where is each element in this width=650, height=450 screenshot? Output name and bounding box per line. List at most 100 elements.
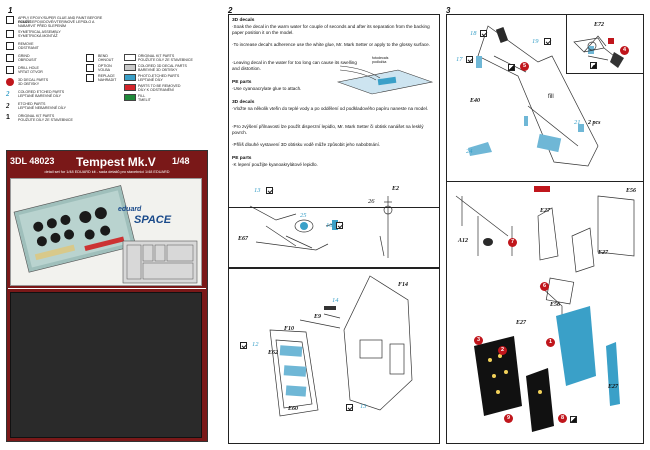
- legend-item: NAHRADIT: [98, 78, 117, 82]
- swatch-3d-decal: [124, 64, 136, 71]
- step-number-3: 3: [446, 6, 451, 15]
- check-box-icon: [346, 404, 353, 411]
- paint-icon: [570, 416, 577, 423]
- decals-text: ·Soak the decal in the warm water for co…: [232, 24, 430, 35]
- legend-item: GRIND: [18, 54, 30, 58]
- pe-title: PE parts: [232, 80, 252, 85]
- part-number: 13: [360, 403, 367, 410]
- part-number: 13: [254, 187, 261, 194]
- legend-item: BEND: [98, 54, 108, 58]
- replace-icon: [86, 74, 94, 82]
- etched-icon: 2: [6, 102, 10, 110]
- bend-icon: [86, 54, 94, 62]
- legend-item: 3D DECAL PARTS: [18, 78, 49, 82]
- legend-item: DÍLY K ODSTRANĚNÍ: [138, 88, 174, 92]
- option-icon: [86, 64, 94, 72]
- legend-item: BAREVNÉ 3D OBTISKY: [138, 68, 178, 72]
- grind-icon: [6, 54, 14, 62]
- legend-item: POUŽIJTE DÍLY ZE STAVEBNICE: [18, 118, 73, 122]
- paper-label-cz: podložka: [372, 60, 387, 64]
- part-number: 18: [470, 30, 477, 37]
- pe-cz-title: PE parts: [232, 156, 252, 161]
- product-photo: [10, 178, 202, 286]
- step3-box-bottom: [446, 182, 644, 444]
- drill-icon: [6, 66, 14, 74]
- legend-item: REPLACE: [98, 74, 115, 78]
- decal-badge: 6: [540, 282, 549, 291]
- part-label-e56: E56: [626, 188, 637, 194]
- e72-inset: [566, 14, 644, 74]
- swatch-fill: [124, 94, 136, 101]
- product-code: 3DL 48023: [10, 156, 55, 166]
- part-number: 25: [300, 212, 307, 219]
- decal-badge: 5: [520, 62, 529, 71]
- legend-item: PARTS TO BE REMOVED: [138, 84, 181, 88]
- part-label-a12: A12: [458, 238, 469, 244]
- legend-item: ORIGINAL KIT PARTS: [18, 114, 55, 118]
- part-label-e27d: E27: [608, 384, 619, 390]
- check-box-icon: [544, 38, 551, 45]
- legend-item: OHNOUT: [98, 58, 114, 62]
- swatch-kit: [124, 54, 136, 61]
- part-label-e56b: E56: [550, 302, 561, 308]
- decal-badge: 4: [620, 46, 629, 55]
- part-number: 21: [574, 119, 581, 126]
- legend-item: SYMETRICKÁ MONTÁŽ: [18, 34, 58, 38]
- part-label-e27c: E27: [516, 320, 527, 326]
- pe-cz-text: ·K lepení použijte kyanoakrylátové lepid…: [232, 162, 318, 167]
- legend-item: 3D OBTISKY: [18, 82, 40, 86]
- legend-item: FILL: [138, 94, 146, 98]
- paper-label: fotodecals: [372, 56, 389, 60]
- instructions-box: [228, 14, 440, 208]
- part-label-e2: E2: [392, 186, 400, 192]
- decal-badge: 2: [498, 346, 507, 355]
- dark-panel: [10, 292, 202, 438]
- part-number: 12: [252, 341, 259, 348]
- part-label-e72: E72: [594, 22, 605, 28]
- swatch-etched: [124, 74, 136, 81]
- decals-cz-text: ·Příliš dlouhé vystavení 3D obtisku vodě…: [232, 142, 381, 147]
- glue-icon: [6, 16, 14, 24]
- part-label-e62: E62: [268, 350, 279, 356]
- decal-badge: 3: [474, 336, 483, 345]
- symmetrical-icon: [6, 30, 14, 38]
- decals-cz-title: 3D decals: [232, 100, 255, 105]
- step2-box-bottom: [228, 268, 440, 444]
- decals-cz-text: ·Pro zvýšení přilnavosti lze použít disp…: [232, 124, 424, 135]
- part-label-f10: F10: [284, 326, 295, 332]
- swatch-remove: [124, 84, 136, 91]
- part-label-e60: E60: [288, 406, 299, 412]
- quantity-label: 2 pcs: [588, 120, 601, 126]
- check-box-icon: [240, 342, 247, 349]
- decal-badge: 8: [558, 414, 567, 423]
- legend-item: ETCHED PARTS: [18, 102, 46, 106]
- legend-item: TMELIT: [138, 98, 151, 102]
- part-label-e67: E67: [238, 236, 249, 242]
- legend-item: SYMETRICAL ASSEMBLY: [18, 30, 61, 34]
- legend-item: DRILL HOLE: [18, 66, 39, 70]
- decal-badge: 1: [546, 338, 555, 347]
- legend-item: OBROUSIT: [18, 58, 37, 62]
- decal-3d-icon: [6, 78, 14, 86]
- legend-item: LEPTANÉ NEBAREVNÉ DÍLY: [18, 106, 66, 110]
- legend-item: ORIGINAL KIT PARTS: [138, 54, 175, 58]
- part-number: 26: [368, 198, 375, 205]
- step3-box-top: [446, 14, 644, 182]
- product-description: detail set for 1/48 EDUARD kit - sada de…: [44, 170, 170, 174]
- part-label-e27: E27: [598, 250, 609, 256]
- legend-item: VOLBA: [98, 68, 110, 72]
- legend: APPLY EPOXY/SUPER GLUE AND PAINT BEFORE …: [4, 14, 204, 146]
- decals-cz-text: ·Vložte na několik vteřin do teplé vody …: [232, 106, 429, 111]
- decals-text: ·Leaving decal in the water for too long…: [232, 60, 357, 71]
- legend-item: PHOTO-ETCHED PARTS: [138, 74, 180, 78]
- legend-item: POUŽIJTE DÍLY ZE STAVEBNICE: [138, 58, 193, 62]
- decal-badge: 9: [504, 414, 513, 423]
- paint-icon: [590, 62, 597, 69]
- legend-item: LEPTANÉ DÍLY: [138, 78, 163, 82]
- check-box-icon: [266, 187, 273, 194]
- legend-item: APPLY EPOXY/SUPER GLUE AND PAINT BEFORE …: [18, 16, 103, 24]
- part-number: 17: [456, 56, 463, 63]
- product-scale: 1/48: [172, 156, 190, 166]
- check-box-icon: [336, 222, 343, 229]
